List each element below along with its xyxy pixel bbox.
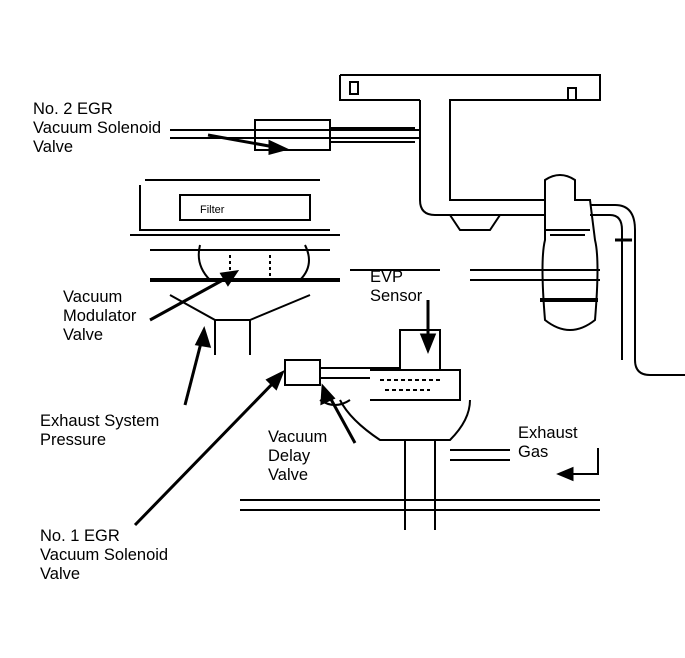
egr-valve-drawing	[240, 269, 600, 530]
no2-solenoid-drawing	[170, 119, 420, 151]
intake-manifold	[339, 74, 601, 231]
vacuum-modulator-drawing	[130, 179, 340, 355]
filter-text: Filter	[200, 204, 225, 216]
throttle-body	[540, 174, 685, 376]
label-exhaust-gas: Exhaust Gas	[518, 424, 578, 461]
label-vacuum-delay-valve: Vacuum Delay Valve	[268, 428, 328, 484]
label-evp-sensor: EVP Sensor	[370, 268, 423, 305]
label-no2-egr-vacuum-solenoid-valve: No. 2 EGR Vacuum Solenoid Valve	[33, 100, 162, 156]
label-vacuum-modulator-valve: Vacuum Modulator Valve	[63, 288, 137, 344]
leader-arrows	[133, 133, 599, 527]
label-exhaust-system-pressure: Exhaust System Pressure	[40, 412, 160, 449]
label-no1-egr-vacuum-solenoid-valve: No. 1 EGR Vacuum Solenoid Valve	[40, 527, 169, 583]
